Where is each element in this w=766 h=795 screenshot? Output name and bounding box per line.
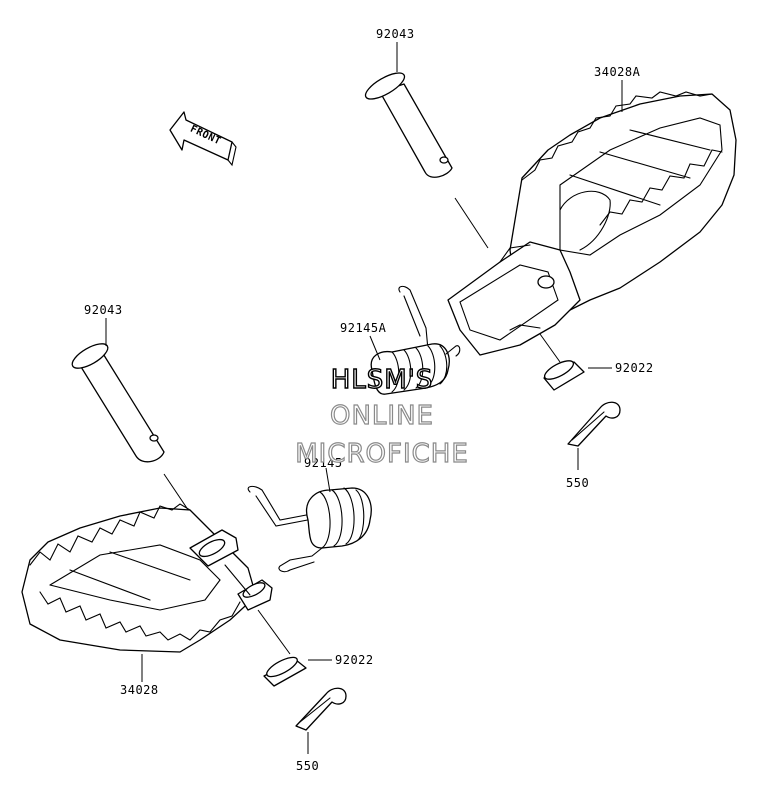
footpeg-right [447,91,737,356]
callout-cotter-bottom: 550 [296,759,319,773]
callout-footpeg-right: 34028A [594,65,641,79]
cotter-pin-top [567,401,621,447]
watermark-line-1: HLSM'S [331,365,434,395]
callout-cotter-top: 550 [566,476,589,490]
callout-pin-top: 92043 [376,27,415,41]
callout-washer-bottom: 92022 [335,653,374,667]
clevis-pin-left [71,343,165,463]
spring-top [370,285,461,395]
centerline-footpeg-left [257,609,291,655]
leader-spring-top [369,335,381,361]
clevis-pin-top [364,72,453,178]
cotter-pin-bottom [295,687,347,731]
callout-spring-bottom: 92145 [304,456,343,470]
spring-bottom [247,485,372,573]
watermark-line-3: MICROFICHE [295,439,469,469]
washer-bottom [263,656,307,687]
leader-spring-bottom [325,467,331,493]
washer-top [543,360,585,391]
footpeg-left [21,503,273,653]
callout-pin-left: 92043 [84,303,123,317]
watermark: HLSM'S ONLINE MICROFICHE [295,364,469,469]
centerline-pin-top [454,197,489,249]
front-arrow-icon: FRONT [169,111,237,167]
centerline-washer-top [539,333,561,363]
callout-footpeg-left: 34028 [120,683,159,697]
callout-washer-top: 92022 [615,361,654,375]
watermark-line-2: ONLINE [330,401,434,431]
callout-spring-top: 92145A [340,321,387,335]
